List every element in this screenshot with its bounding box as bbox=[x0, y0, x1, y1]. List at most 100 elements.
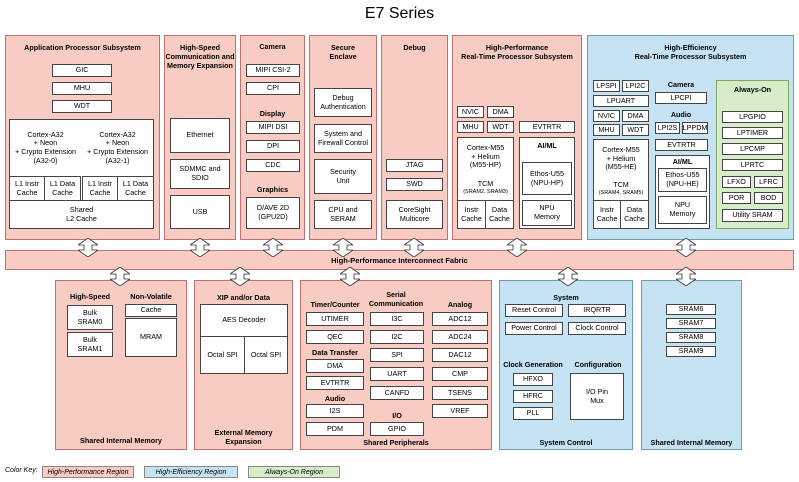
bidirectional-arrow-icon bbox=[676, 267, 696, 286]
gic-box: GIC bbox=[52, 64, 112, 77]
a32-1-l1-instr-cache: L1 Instr Cache bbox=[82, 176, 118, 201]
cpi-box: CPI bbox=[246, 82, 300, 95]
qec-box: QEC bbox=[306, 330, 364, 344]
a32-0-core: Cortex-A32 + Neon + Crypto Extension (A3… bbox=[10, 120, 81, 176]
swd-box: SWD bbox=[386, 178, 443, 191]
hp-dma-box: DMA bbox=[487, 106, 514, 118]
bidirectional-arrow-icon bbox=[676, 238, 696, 257]
spi-box: SPI bbox=[370, 348, 424, 362]
sram6-box: SRAM6 bbox=[666, 304, 716, 315]
shared-periph-title: Shared Peripherals bbox=[363, 438, 429, 447]
hfrc-box: HFRC bbox=[513, 390, 553, 403]
clock-control-box: Clock Control bbox=[568, 322, 626, 335]
utility-sram-box: Utility SRAM bbox=[722, 209, 783, 222]
power-control-box: Power Control bbox=[505, 322, 563, 335]
diagram-title: E7 Series bbox=[364, 5, 435, 22]
a32-0-l1-data-cache: L1 Data Cache bbox=[44, 176, 81, 201]
color-key-ao: Always-On Region bbox=[248, 466, 340, 478]
he-lpspi-box: LPSPI bbox=[593, 80, 620, 92]
bidirectional-arrow-icon bbox=[110, 267, 130, 286]
i3c-box: I3C bbox=[370, 312, 424, 326]
shared-mem-left-title: Shared Internal Memory bbox=[80, 436, 162, 445]
a32-0-l1-instr-cache: L1 Instr Cache bbox=[9, 176, 45, 201]
coresight-box: CoreSight Multicore bbox=[386, 200, 443, 229]
lpgpio-box: LPGPIO bbox=[722, 111, 783, 123]
xip-title: XIP and/or Data bbox=[217, 293, 270, 302]
he-mhu-box: MHU bbox=[593, 124, 620, 136]
color-key-hp: High-Performance Region bbox=[42, 466, 134, 478]
he-dma-box: DMA bbox=[622, 110, 649, 122]
hp-evtrtr-box: EVTRTR bbox=[519, 121, 575, 133]
bidirectional-arrow-icon bbox=[507, 238, 527, 257]
lprtc-box: LPRTC bbox=[722, 159, 783, 171]
bidirectional-arrow-icon bbox=[404, 238, 424, 257]
bidirectional-arrow-icon bbox=[558, 267, 578, 286]
evtrtr-box: EVTRTR bbox=[306, 376, 364, 390]
octal-spi-1-box: Octal SPI bbox=[200, 336, 245, 374]
sys-firewall-box: System and Firewall Control bbox=[314, 124, 372, 153]
hp-data-cache: Data Cache bbox=[485, 200, 514, 229]
gpio-box: GPIO bbox=[370, 422, 424, 436]
io-pin-mux-box: I/O Pin Mux bbox=[570, 373, 624, 420]
hp-mhu-box: MHU bbox=[457, 121, 484, 133]
por-box: POR bbox=[722, 192, 751, 204]
sram7-box: SRAM7 bbox=[666, 318, 716, 329]
m55-he-core: Cortex-M55 + Helium (M55-HE) bbox=[594, 140, 648, 178]
he-lpi2s-box: LPI2S bbox=[655, 122, 680, 134]
he-instr-cache: Instr Cache bbox=[593, 200, 621, 229]
he-lpuart-box: LPUART bbox=[593, 95, 649, 107]
security-unit-box: Security Unit bbox=[314, 159, 372, 194]
he-audio-title: Audio bbox=[670, 110, 692, 119]
high-speed-title: High-Speed bbox=[70, 292, 110, 301]
graphics-title: Graphics bbox=[256, 185, 289, 194]
cache-box: Cache bbox=[125, 304, 177, 317]
wdt-box: WDT bbox=[52, 100, 112, 113]
audio-title: Audio bbox=[324, 394, 346, 403]
app-processor-title: Application Processor Subsystem bbox=[24, 43, 141, 52]
adc24-box: ADC24 bbox=[432, 330, 488, 344]
he-nvic-box: NVIC bbox=[593, 110, 620, 122]
vref-box: VREF bbox=[432, 404, 488, 418]
clock-gen-title: Clock Generation bbox=[503, 360, 563, 369]
hp-rt-title: High-Performance Real-Time Processor Sub… bbox=[461, 43, 573, 61]
hp-nvic-box: NVIC bbox=[457, 106, 484, 118]
analog-title: Analog bbox=[447, 300, 473, 309]
color-key-he: High-Efficiency Region bbox=[144, 466, 238, 478]
sram8-box: SRAM8 bbox=[666, 332, 716, 343]
lptimer-box: LPTIMER bbox=[722, 127, 783, 139]
lpcmp-box: LPCMP bbox=[722, 143, 783, 155]
non-volatile-title: Non-Volatile bbox=[130, 292, 172, 301]
he-data-cache: Data Cache bbox=[620, 200, 649, 229]
reset-control-box: Reset Control bbox=[505, 304, 563, 317]
mhu-box: MHU bbox=[52, 82, 112, 95]
cpu-seram-box: CPU and SERAM bbox=[314, 200, 372, 229]
hp-npu-memory-box: NPU Memory bbox=[522, 200, 572, 226]
pll-box: PLL bbox=[513, 407, 553, 420]
debug-auth-box: Debug Authentication bbox=[314, 88, 372, 117]
color-key-label: Color Key: bbox=[5, 467, 38, 474]
display-title: Display bbox=[259, 109, 286, 118]
i2c-box: I2C bbox=[370, 330, 424, 344]
shared-l2-cache: Shared L2 Cache bbox=[9, 200, 154, 229]
camera-title: Camera bbox=[259, 42, 286, 51]
sram9-box: SRAM9 bbox=[666, 346, 716, 357]
shared-mem-right-title: Shared Internal Memory bbox=[650, 438, 733, 447]
cdc-box: CDC bbox=[246, 159, 300, 172]
pdm-box: PDM bbox=[306, 422, 364, 436]
bulk-sram1-box: Bulk SRAM1 bbox=[67, 332, 113, 357]
aes-decoder-box: AES Decoder bbox=[201, 305, 287, 337]
hfxo-box: HFXO bbox=[513, 373, 553, 386]
he-wdt-box: WDT bbox=[622, 124, 649, 136]
debug-title: Debug bbox=[403, 43, 426, 52]
hs-comm-title: High-Speed Communication and Memory Expa… bbox=[165, 43, 235, 70]
mram-box: MRAM bbox=[125, 318, 177, 357]
dave2d-box: D/AVE 2D (GPU2D) bbox=[246, 197, 300, 229]
system-control-title: System Control bbox=[539, 438, 593, 447]
usb-box: USB bbox=[170, 195, 230, 229]
he-npu-memory-box: NPU Memory bbox=[658, 196, 707, 224]
io-title: I/O bbox=[392, 411, 402, 420]
hp-tcm-sram-label: (SRAM2, SRAM3) bbox=[463, 189, 508, 195]
lfrc-box: LFRC bbox=[754, 176, 783, 188]
he-aiml-title: AI/ML bbox=[672, 157, 693, 166]
he-lpi2c-box: LPI2C bbox=[622, 80, 649, 92]
